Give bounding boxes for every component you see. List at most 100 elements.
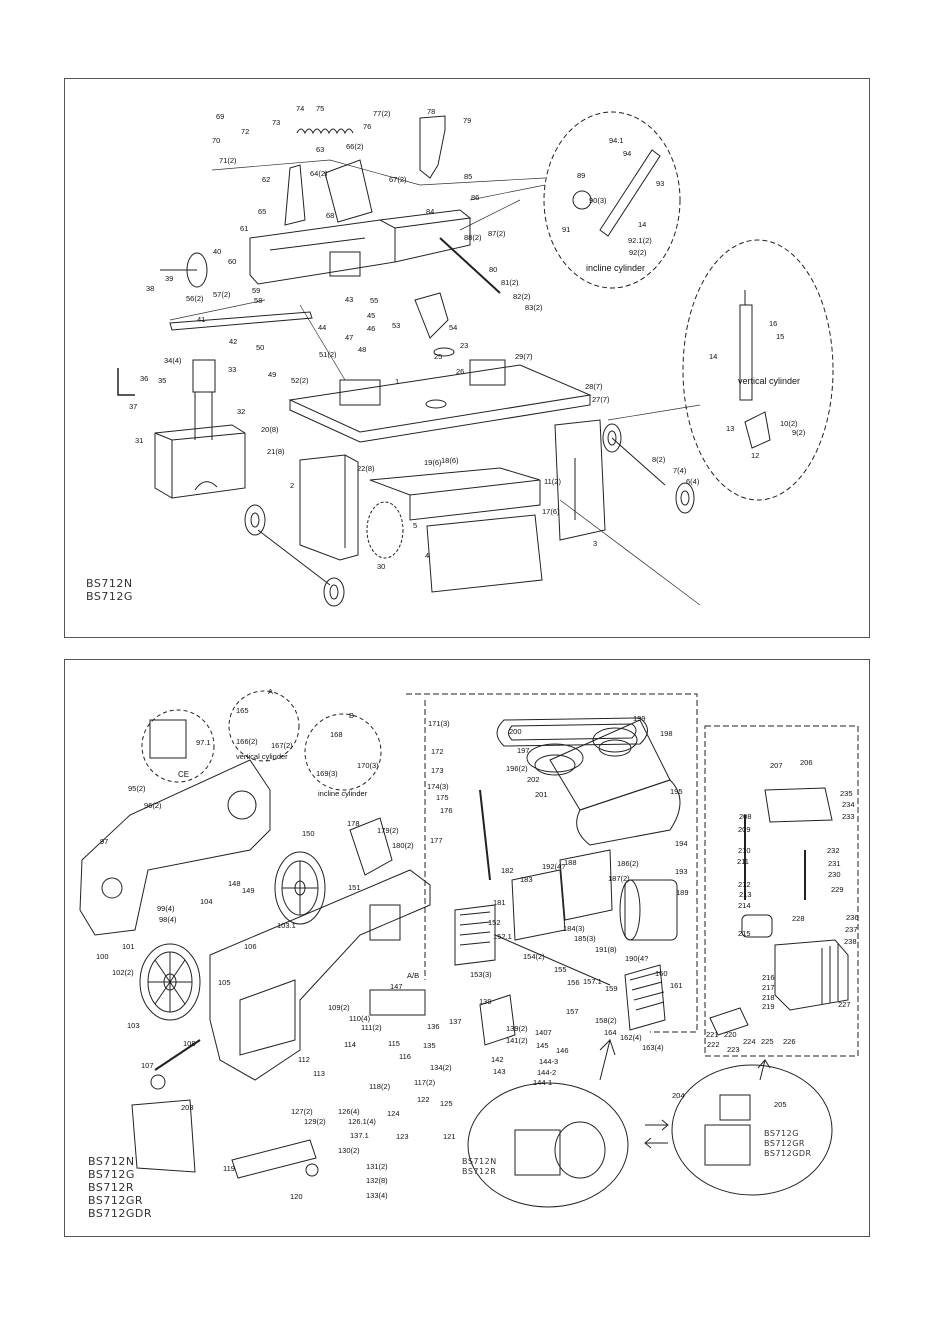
part-number-label: A/B xyxy=(407,971,420,980)
part-number-label: 22(8) xyxy=(357,464,375,473)
part-number-label: 94.1 xyxy=(609,136,624,145)
part-number-label: 207 xyxy=(770,761,783,770)
model-label: BS712N xyxy=(462,1157,497,1166)
part-number-label: 114 xyxy=(344,1040,356,1049)
part-number-label: 103.1 xyxy=(277,921,296,930)
part-number-label: 225 xyxy=(761,1037,774,1046)
part-number-label: 208 xyxy=(739,812,752,821)
part-number-label: 46 xyxy=(367,324,376,333)
part-number-label: 19(6) xyxy=(424,458,442,467)
part-number-label: 189 xyxy=(676,888,689,897)
part-number-label: 82(2) xyxy=(513,292,531,301)
part-number-label: 13 xyxy=(726,424,735,433)
top-exploded-view-panel xyxy=(64,78,870,638)
model-label: BS712GR xyxy=(764,1139,805,1148)
part-number-label: 132(8) xyxy=(366,1176,388,1185)
part-number-label: 117(2) xyxy=(414,1078,436,1087)
part-number-label: 122 xyxy=(417,1095,430,1104)
part-number-label: 184(3) xyxy=(563,924,585,933)
caption-incline-cylinder-bottom: incline cylinder xyxy=(318,789,368,798)
part-number-label: 56(2) xyxy=(186,294,204,303)
part-number-label: 183 xyxy=(520,875,533,884)
guard-plate xyxy=(131,1099,196,1173)
part-number-label: 40 xyxy=(213,247,222,256)
part-number-label: 125 xyxy=(440,1099,453,1108)
part-number-label: 3 xyxy=(593,539,598,548)
model-label: BS712G xyxy=(86,590,133,603)
part-number-label: A xyxy=(268,687,274,696)
blade-cover-plate xyxy=(349,817,393,876)
motor-plate xyxy=(511,869,566,941)
slide-bar xyxy=(231,1139,317,1179)
part-number-label: 41 xyxy=(197,315,206,324)
part-number-label: 49 xyxy=(268,370,277,379)
part-number-label: 76 xyxy=(363,122,372,131)
part-number-label: 104 xyxy=(200,897,213,906)
column-bracket xyxy=(192,359,216,393)
part-number-label: 61 xyxy=(240,224,249,233)
part-number-label: 196(2) xyxy=(506,764,528,773)
part-number-label: 115 xyxy=(388,1039,400,1048)
top-guide-lines xyxy=(169,159,701,606)
part-number-label: 175 xyxy=(436,793,449,802)
saw-bow xyxy=(209,869,431,1081)
part-number-label: 220 xyxy=(724,1030,737,1039)
part-number-label: 123 xyxy=(396,1132,409,1141)
inset-right-model-list: BS712G BS712GR BS712GDR xyxy=(764,1129,812,1159)
part-number-label: 52(2) xyxy=(291,376,309,385)
part-number-label: 48 xyxy=(358,345,367,354)
part-number-label: 28(7) xyxy=(585,382,603,391)
part-number-label: 137 xyxy=(449,1017,462,1026)
part-number-label: 2 xyxy=(290,481,295,490)
part-number-label: 60 xyxy=(228,257,237,266)
part-number-label: 18(6) xyxy=(441,456,459,465)
model-label: BS712N xyxy=(88,1155,135,1168)
part-number-label: 30 xyxy=(377,562,386,571)
part-number-label: 127(2) xyxy=(291,1107,313,1116)
part-number-label: 214 xyxy=(738,901,751,910)
part-number-label: 1 xyxy=(395,377,400,386)
g-model-inset xyxy=(671,1064,833,1196)
ce-plate xyxy=(149,719,187,759)
incline-cylinder-detail-circle xyxy=(543,111,681,289)
inset-left-model-list: BS712N BS712R xyxy=(462,1157,497,1177)
part-number-label: 36 xyxy=(140,374,149,383)
part-number-label: 83(2) xyxy=(525,303,543,312)
part-number-label: 87(2) xyxy=(488,229,506,238)
part-number-label: 197 xyxy=(517,746,530,755)
stand-shelf xyxy=(369,467,541,521)
caption-incline-cylinder-top: incline cylinder xyxy=(586,263,646,273)
blade-guard xyxy=(324,159,373,223)
part-number-label: 216 xyxy=(762,973,775,982)
part-number-label: 25 xyxy=(434,352,443,361)
part-number-label: 158(2) xyxy=(595,1016,617,1025)
part-number-label: 67(2) xyxy=(389,175,407,184)
gear-housing-flange xyxy=(741,914,773,938)
model-label: BS712GDR xyxy=(764,1149,812,1158)
part-number-label: 174(3) xyxy=(427,782,449,791)
part-number-label: 235 xyxy=(840,789,853,798)
tension-screw xyxy=(154,1039,201,1071)
part-number-label: 136 xyxy=(427,1022,440,1031)
blade-guide-block xyxy=(479,994,516,1046)
part-number-label: 53 xyxy=(392,321,401,330)
gearbox-lid xyxy=(764,787,833,823)
part-number-label: 236 xyxy=(846,913,859,922)
part-number-label: 144-1 xyxy=(533,1078,553,1087)
part-number-label: 4 xyxy=(425,551,430,560)
spring-coil xyxy=(296,128,354,135)
part-number-label: 172 xyxy=(431,747,444,756)
part-number-label: 188 xyxy=(564,858,577,867)
part-number-label: 90(3) xyxy=(589,196,607,205)
wheel-rear-right xyxy=(675,482,695,514)
arrow-up-right xyxy=(757,1059,771,1081)
part-number-label: 72 xyxy=(241,127,250,136)
part-number-label: 177 xyxy=(430,836,443,845)
part-number-label: 190(4? xyxy=(625,954,649,963)
part-number-label: 110(4) xyxy=(349,1014,371,1023)
part-number-label: 237 xyxy=(845,925,858,934)
part-number-label: 170(3) xyxy=(357,761,379,770)
bracket xyxy=(419,115,446,179)
part-number-label: 34(4) xyxy=(164,356,182,365)
n-r-model-inset xyxy=(467,1082,629,1208)
